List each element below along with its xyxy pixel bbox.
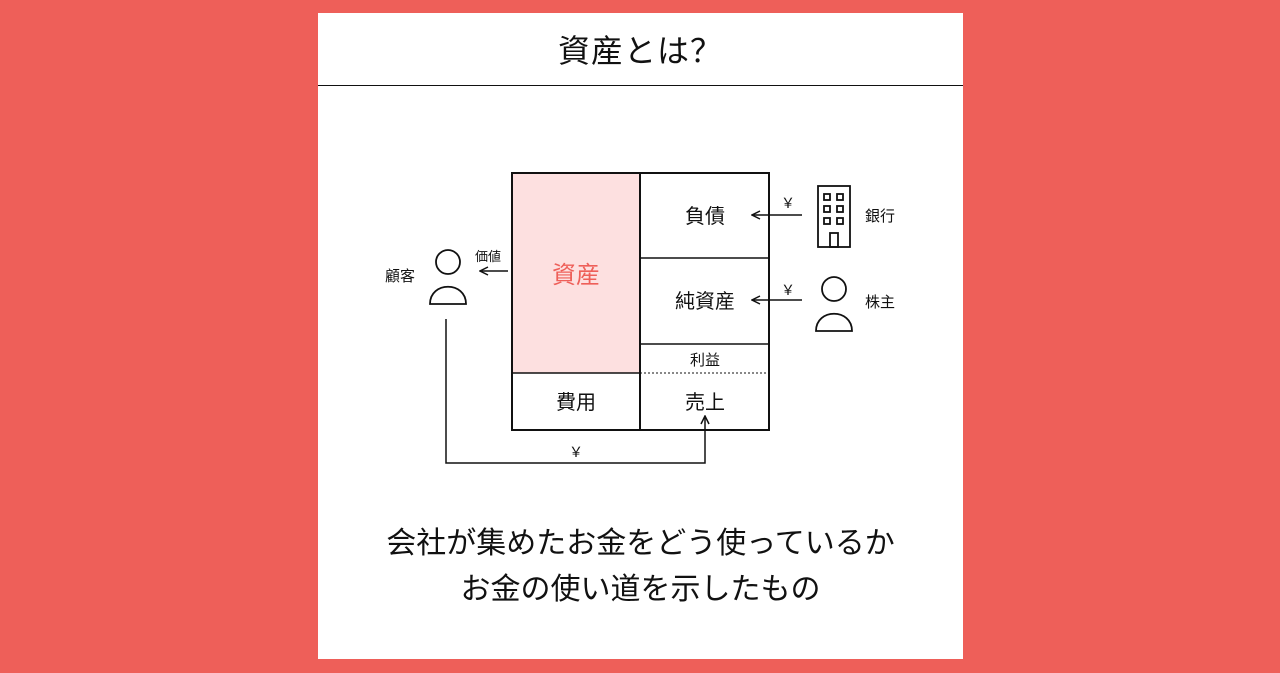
sales-label: 売上	[685, 390, 725, 414]
caption: 会社が集めたお金をどう使っているか お金の使い道を示したもの	[318, 521, 963, 613]
value-arrow-label: 価値	[475, 249, 501, 265]
shareholder-person-icon	[815, 276, 853, 332]
customer-payment-arrow	[445, 319, 705, 464]
expense-label: 費用	[556, 390, 596, 414]
caption-line-2: お金の使い道を示したもの	[460, 572, 821, 607]
profit-label: 利益	[690, 351, 720, 369]
content-card: 資産とは？ 資産 費用 負債 純資産 利益 売上 顧客	[318, 13, 963, 659]
balance-sheet-diagram: 資産 費用 負債 純資産 利益 売上 顧客 価値 銀行 ￥	[385, 172, 895, 464]
customer-person-icon	[429, 249, 467, 305]
shareholder-label: 株主	[865, 293, 895, 311]
bank-yen-label: ￥	[781, 196, 795, 212]
page-title: 資産とは？	[318, 13, 963, 86]
caption-line-1: 会社が集めたお金をどう使っているか	[386, 526, 895, 561]
bank-label: 銀行	[865, 207, 895, 225]
asset-label: 資産	[552, 261, 600, 289]
asset-box	[512, 173, 640, 373]
shareholder-yen-label: ￥	[781, 283, 795, 299]
customer-label: 顧客	[385, 267, 415, 285]
bank-building-icon	[817, 185, 851, 248]
customer-yen-label: ￥	[569, 445, 583, 461]
equity-label: 純資産	[675, 289, 735, 313]
liability-label: 負債	[685, 204, 725, 228]
